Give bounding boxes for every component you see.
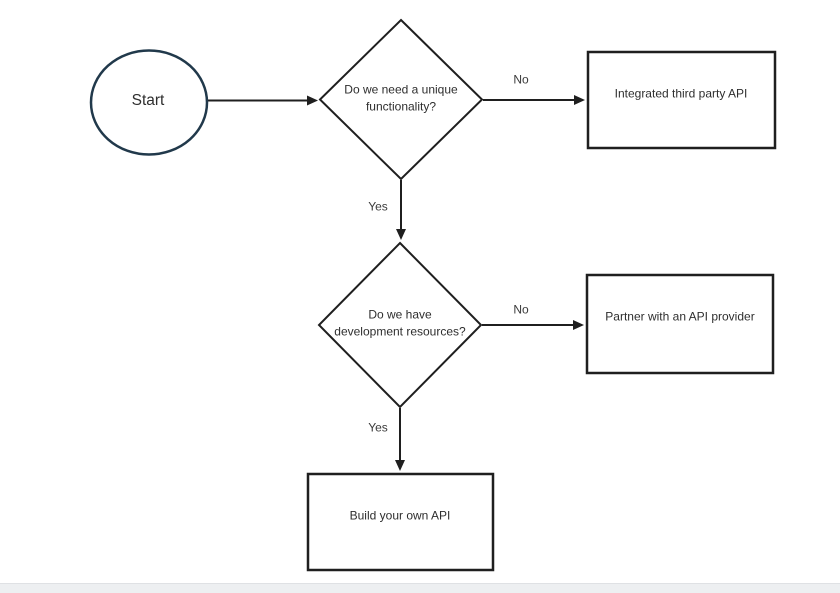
window-bottom-strip: [0, 583, 840, 593]
outcome-partner-box: [585, 273, 775, 375]
outcome-build-box: [306, 472, 495, 572]
outcome-third-party-box: [586, 50, 777, 150]
decision-resources-diamond: [317, 241, 483, 409]
decision-unique-diamond: [318, 18, 484, 181]
start-circle: [89, 49, 209, 156]
